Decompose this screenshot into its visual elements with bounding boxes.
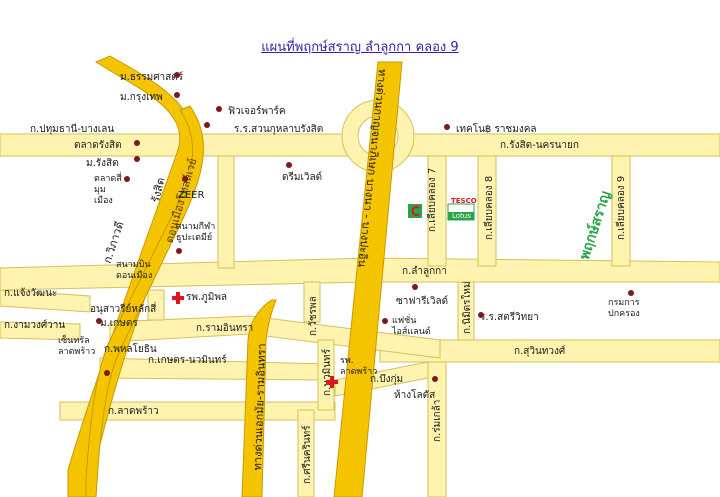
place-lotus-mall: ห้างโลตัส [394, 390, 436, 401]
label-phahonyothin: ก.พหลโยธิน [104, 344, 157, 355]
place-talad-rangsit: ตลาดรังสิต [74, 140, 122, 151]
label-khlong9: ก.เลียบคลอง 9 [616, 175, 627, 240]
poi-dot [478, 312, 484, 318]
label-nimitmai: ก.นิมิตรใหม่ [462, 281, 473, 334]
place-dream-world: ดรีมเวิลด์ [282, 172, 323, 183]
poi-dot [444, 124, 450, 130]
road-ramintra [109, 315, 441, 359]
poi-dot [204, 122, 210, 128]
label-ramintra: ก.รามอินทรา [196, 323, 254, 334]
road-nimitmai [457, 281, 475, 341]
expressway-ekkamai-ramintra [241, 299, 277, 497]
label-ngamwongwan: ก.งามวงศ์วาน [4, 320, 66, 331]
poi-dot [134, 140, 140, 146]
label-khlong7: ก.เลียบคลอง 7 [427, 167, 438, 232]
poi-dot [216, 106, 222, 112]
place-victory: อนุสาวรีย์หลักสี่ [90, 304, 157, 315]
label-khlong8: ก.เลียบคลอง 8 [484, 175, 495, 240]
place-donmueang-airport: สนามบิน ดอนเมือง [116, 260, 153, 281]
poi-dot [174, 72, 180, 78]
hospital-cross-icon [172, 292, 184, 304]
poi-dot [124, 176, 130, 182]
road-khlong9 [611, 155, 631, 267]
place-krungthep: ม.กรุงเทพ [120, 92, 163, 103]
label-latphrao: ก.ลาดพร้าว [108, 406, 159, 417]
poi-dot [96, 318, 102, 324]
poi-dot [382, 318, 388, 324]
page-title: แผนที่พฤกษ์สราญ ลำลูกกา คลอง 9 [261, 40, 459, 55]
label-lamlukka: ก.ลำลูกกา [402, 266, 447, 277]
poi-dot [432, 376, 438, 382]
place-supachalasai: สนามกีฬา ธูปะเตมีย์ [176, 222, 216, 243]
road-chaengwattana [0, 289, 91, 313]
tesco-logo-text: TESCO [451, 197, 477, 205]
expressway-kanchanaphisek [333, 61, 403, 497]
poi-dot [182, 176, 188, 182]
road-srinakarin [297, 409, 315, 497]
label-chaengwattana: ก.แจ้งวัฒนะ [4, 288, 58, 299]
map-roads [0, 55, 720, 497]
c-logo [408, 204, 422, 218]
road-phahon-branch [147, 289, 165, 321]
place-fashion-island: แฟชั่น ไอส์แลนด์ [392, 316, 431, 337]
place-thammasat: ม.ธรรมศาสตร์ [120, 72, 184, 83]
place-techno-rajamangala: เทคโน฿ ราชมงคล [456, 124, 537, 135]
poi-dot [412, 284, 418, 290]
place-suankularb: ร.ร.สวนกุหลาบรังสิต [234, 124, 324, 135]
label-kaset-nawamin: ก.เกษตร-นวมินทร์ [148, 355, 227, 366]
poi-dot [134, 156, 140, 162]
place-kasetsart: ม.เกษตร [100, 318, 138, 329]
road-ramkhamhaeng [427, 361, 447, 497]
road-nawamin [317, 339, 335, 411]
label-suwinthawong: ก.สุวินทวงศ์ [514, 346, 566, 357]
label-nawamin: ก.นวมินทร์ [322, 348, 333, 396]
road-left-vertical [217, 155, 235, 269]
label-bueng-kum: ก.บึงกุ่ม [370, 374, 404, 385]
poi-dot [176, 248, 182, 254]
place-bhumibol: รพ.ภูมิพล [186, 292, 228, 303]
road-latphrao [59, 401, 336, 421]
label-pathum-bangkhen: ก.ปทุมธานี-บางเลน [30, 124, 115, 135]
road-watcharaphon [303, 281, 321, 323]
tesco-lotus-logo [447, 203, 475, 221]
lotus-logo-text: Lotus [452, 212, 471, 220]
poi-dot [286, 162, 292, 168]
place-central-latphrao: เซ็นทรัล ลาดพร้าว [58, 336, 96, 357]
hospital-cross-icon [326, 376, 338, 388]
road-khlong8 [477, 155, 497, 267]
place-kromkan-pokkhrong: กรมการ ปกครอง [608, 298, 640, 319]
road-suwinthawong [379, 339, 720, 363]
place-satriwitthaya: ร.ร.สตรีวิทยา [480, 312, 539, 323]
label-watcharaphon: ก.วัชรพล [308, 296, 319, 336]
road-ngamwongwan [0, 321, 81, 341]
place-talad-si-mummueang: ตลาดสี่ มุมเมือง [94, 174, 122, 206]
place-zeer: ZEER [178, 190, 205, 201]
poi-dot [174, 92, 180, 98]
poi-dot [628, 290, 634, 296]
place-rangsit-u: ม.รังสิต [86, 158, 119, 169]
label-rangsit-nakhonnayok: ก.รังสิต-นครนายก [500, 140, 579, 151]
place-safari-world: ซาฟารีเวิลด์ [396, 296, 449, 307]
label-romklao: ก.ร่มเกล้า [432, 399, 443, 442]
poi-dot [104, 370, 110, 376]
place-hospital-latphrao: รพ. ลาดพร้าว [340, 356, 378, 377]
road-khlong7 [427, 155, 447, 267]
place-future-park: ฟิวเจอร์พาร์ค [228, 106, 286, 117]
expressway-phahonyothin [85, 105, 204, 497]
label-srinakarin: ก.ศรีนครินทร์ [302, 425, 313, 484]
